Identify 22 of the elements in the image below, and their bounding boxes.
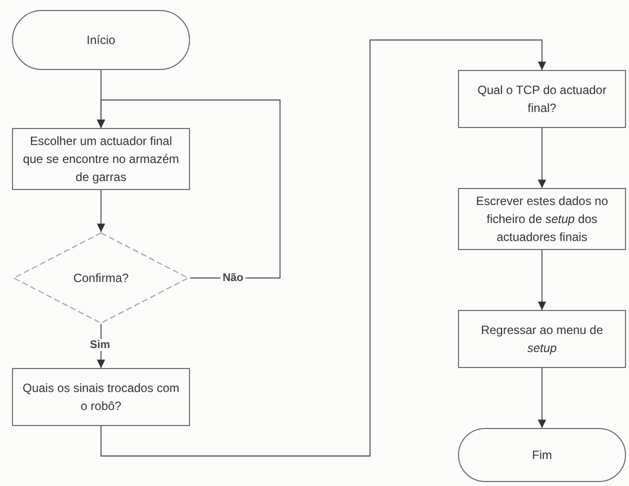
process-box [458, 310, 626, 368]
arrow [96, 99, 281, 279]
edge-label: Não [220, 272, 246, 284]
node-text: Escolher um actuador final que se encontre no armazém de garras [22, 133, 180, 186]
terminator-shape [458, 428, 626, 482]
arrow [96, 190, 106, 232]
edge-label: Sim [88, 339, 112, 351]
node-text: Escrever estes dados no ficheiro de setup dos actuadores finais [474, 193, 610, 246]
process-box [458, 188, 626, 250]
node-text: Qual o TCP do actuador final? [476, 82, 608, 117]
node-text: Quais os sinais trocados com o robô? [22, 380, 180, 415]
node-text: Confirma? [73, 270, 129, 287]
process-box [12, 368, 190, 426]
node-text: Fim [532, 447, 552, 464]
node-text: Início [86, 32, 116, 49]
node-text: Regressar ao menu de setup [480, 322, 604, 357]
arrow [538, 128, 546, 188]
process-box [12, 128, 190, 190]
arrow [538, 368, 546, 428]
arrow [538, 250, 546, 310]
process-box [458, 70, 626, 128]
arrow [100, 39, 546, 457]
